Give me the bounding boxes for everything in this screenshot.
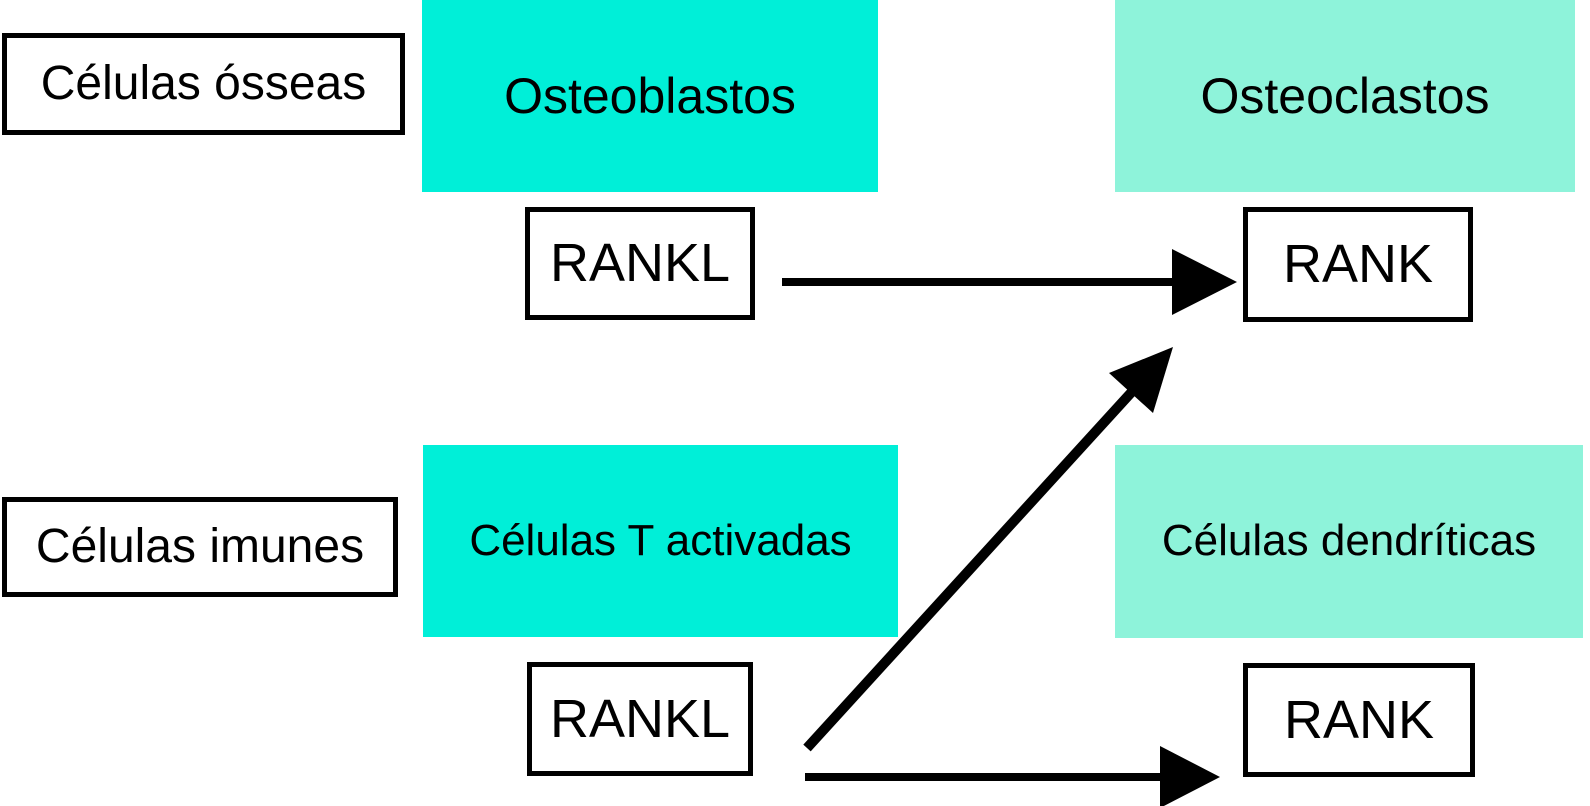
row-label-immune-cells: Células imunes: [2, 497, 398, 597]
node-dendritic-cells: Células dendríticas: [1115, 445, 1583, 638]
node-osteoclasts: Osteoclastos: [1115, 0, 1575, 192]
arrow-rankl-tcells-to-rank-dendritic: [805, 746, 1220, 806]
arrow-rankl-to-rank-top: [782, 249, 1237, 315]
row-label-bone-cells: Células ósseas: [2, 33, 405, 135]
arrow-head-icon: [1109, 347, 1173, 413]
node-rank-dendritic: RANK: [1243, 663, 1475, 777]
node-activated-t-cells: Células T activadas: [423, 445, 898, 637]
arrow-head-icon: [1172, 249, 1237, 315]
node-rank-osteoclasts: RANK: [1243, 207, 1473, 322]
node-osteoblasts: Osteoblastos: [422, 0, 878, 192]
node-rankl-osteoblasts: RANKL: [525, 207, 755, 320]
node-rankl-t-cells: RANKL: [527, 662, 753, 776]
arrow-head-icon: [1160, 746, 1220, 806]
